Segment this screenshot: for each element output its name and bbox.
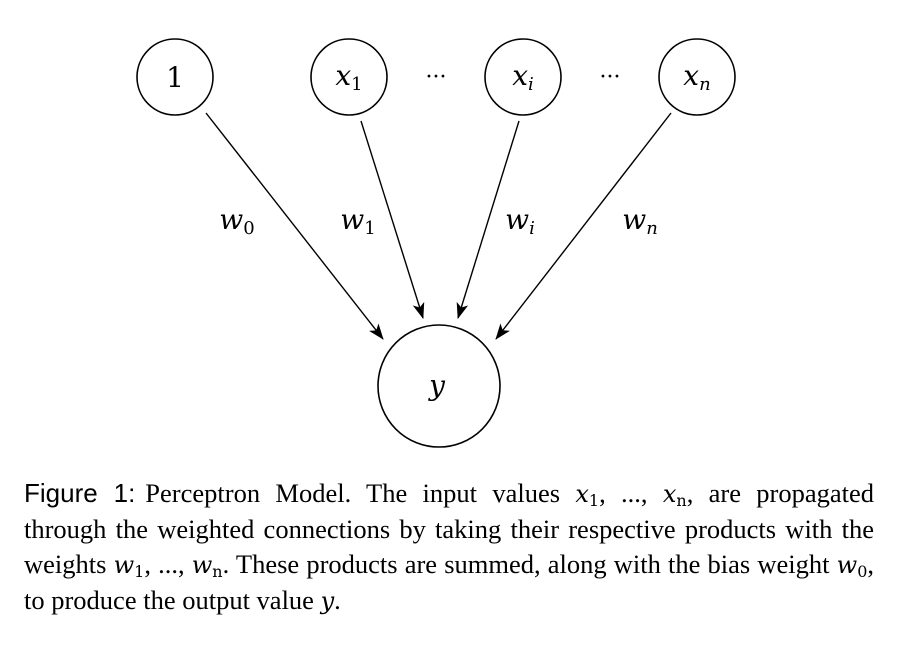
input-x1-label: x1 bbox=[335, 59, 362, 95]
figure-caption: Figure 1: Perceptron Model. The input val… bbox=[24, 476, 874, 619]
edge-wn bbox=[495, 112, 672, 340]
weight-w0-label: w0 bbox=[219, 203, 254, 239]
caption-separator: , ..., bbox=[599, 478, 663, 508]
weight-wn-label: wn bbox=[622, 203, 658, 239]
input-node-x1 bbox=[310, 38, 388, 116]
weight-wi-label: wi bbox=[505, 203, 535, 239]
weight-w1-label: w1 bbox=[340, 203, 375, 239]
bias-node bbox=[136, 38, 214, 116]
caption-text: . These products are summed, along with … bbox=[222, 549, 837, 579]
input-xi-label: xi bbox=[512, 59, 534, 95]
caption-separator: , ..., bbox=[144, 549, 192, 579]
edge-w1 bbox=[360, 120, 425, 319]
caption-text: Perceptron Model. The input values bbox=[145, 478, 576, 508]
bias-node-label: 1 bbox=[166, 61, 184, 94]
ellipsis-right: ··· bbox=[600, 65, 621, 90]
caption-text: . bbox=[334, 585, 341, 615]
output-node bbox=[377, 324, 501, 448]
edge-wi bbox=[456, 120, 520, 319]
caption-text: , to produce the output value bbox=[24, 549, 875, 615]
ellipsis-left: ··· bbox=[426, 65, 447, 90]
caption-math-y: y bbox=[320, 587, 335, 615]
input-node-xn bbox=[658, 38, 736, 116]
caption-math-x1: x1 bbox=[575, 480, 600, 510]
figure-label: Figure 1: bbox=[24, 478, 136, 508]
perceptron-diagram: 1 x1 xi xn ··· ··· w0 w1 wi wn y bbox=[136, 38, 736, 448]
caption-text: , are propagated through the weighted co… bbox=[24, 478, 875, 579]
input-xn-label: xn bbox=[683, 59, 710, 95]
caption-math-w1: w1 bbox=[113, 551, 145, 581]
edge-w0 bbox=[205, 112, 384, 340]
caption-math-xn: xn bbox=[662, 480, 687, 510]
caption-math-wn: wn bbox=[191, 551, 223, 581]
output-label: y bbox=[427, 369, 446, 402]
caption-math-w0: w0 bbox=[836, 551, 868, 581]
input-node-xi bbox=[484, 38, 562, 116]
